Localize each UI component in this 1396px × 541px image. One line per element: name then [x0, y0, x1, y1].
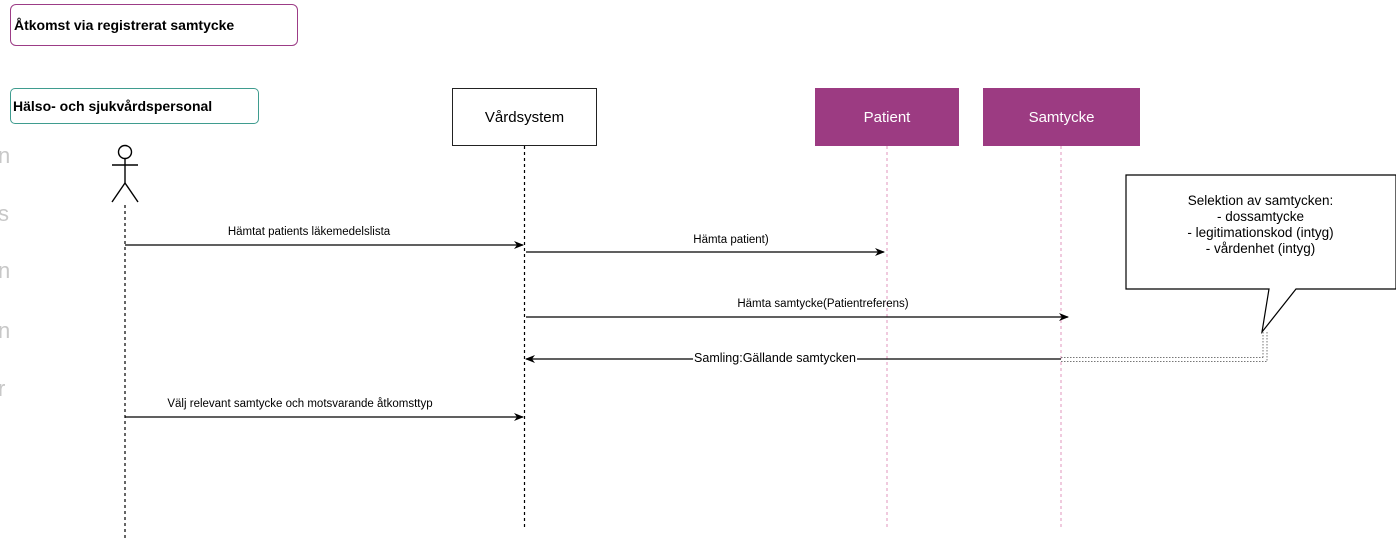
faded-char: n [0, 318, 11, 343]
message-label-2: Hämta patient) [693, 234, 769, 246]
note-line: - legitimationskod (intyg) [1187, 225, 1334, 240]
participant-samtycke: Samtycke [983, 88, 1140, 146]
faded-char: r [0, 376, 6, 401]
faded-char: n [0, 143, 11, 168]
message-label-3: Hämta samtycke(Patientreferens) [737, 298, 909, 310]
note-connector [1061, 332, 1268, 362]
note-line: Selektion av samtycken: [1187, 193, 1334, 208]
actor-label: Hälso- och sjukvårdspersonal [10, 88, 259, 124]
message-label-4: Samling:Gällande samtycken [693, 351, 857, 365]
message-label-1: Hämtat patients läkemedelslista [227, 226, 391, 238]
participant-vardsystem: Vårdsystem [452, 88, 597, 146]
note-callout [1125, 174, 1396, 335]
participant-patient: Patient [815, 88, 959, 146]
actor-stick-figure [111, 144, 139, 203]
message-label-5: Välj relevant samtycke och motsvarande å… [167, 398, 433, 410]
faded-char: s [0, 201, 9, 226]
note-line: - dossamtycke [1216, 209, 1305, 224]
note-text: Selektion av samtycken: - dossamtycke - … [1128, 193, 1393, 257]
note-line: - vårdenhet (intyg) [1205, 241, 1316, 256]
diagram-title: Åtkomst via registrerat samtycke [10, 4, 298, 46]
faded-char: n [0, 258, 11, 283]
